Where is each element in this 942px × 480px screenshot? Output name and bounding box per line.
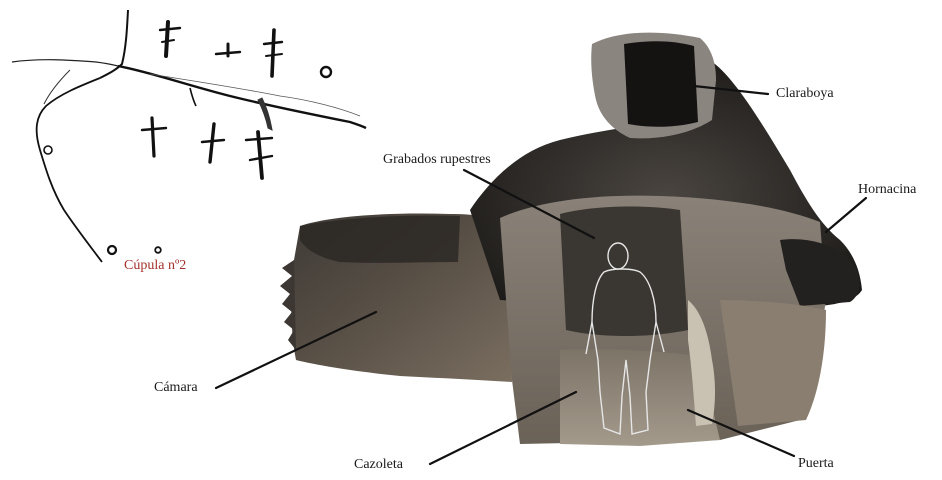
label-camara: Cámara — [154, 380, 198, 396]
cave-jagged-edge — [280, 260, 296, 350]
cave-camara-shadow — [300, 215, 460, 262]
label-puerta: Puerta — [798, 456, 834, 472]
cave-engravings-niche — [560, 207, 688, 336]
cup-mark-circle — [44, 67, 331, 254]
sketch-small-drip — [190, 88, 196, 106]
label-grabados-rupestres: Grabados rupestres — [383, 152, 491, 168]
label-claraboya: Claraboya — [776, 86, 834, 102]
label-cupula-n2: Cúpula nº2 — [124, 258, 186, 274]
cave-model — [280, 33, 862, 446]
cave-claraboya-opening — [624, 41, 698, 127]
leader-hornacina — [826, 198, 866, 232]
sketch-crack-diagonal-2 — [150, 74, 360, 116]
label-hornacina: Hornacina — [858, 182, 916, 198]
sketch-rock-outline — [12, 60, 118, 66]
sketch-right-dark — [258, 98, 272, 130]
label-cazoleta: Cazoleta — [354, 457, 403, 473]
sketch-left-edge — [37, 78, 102, 262]
cave-right-wall — [720, 300, 826, 426]
